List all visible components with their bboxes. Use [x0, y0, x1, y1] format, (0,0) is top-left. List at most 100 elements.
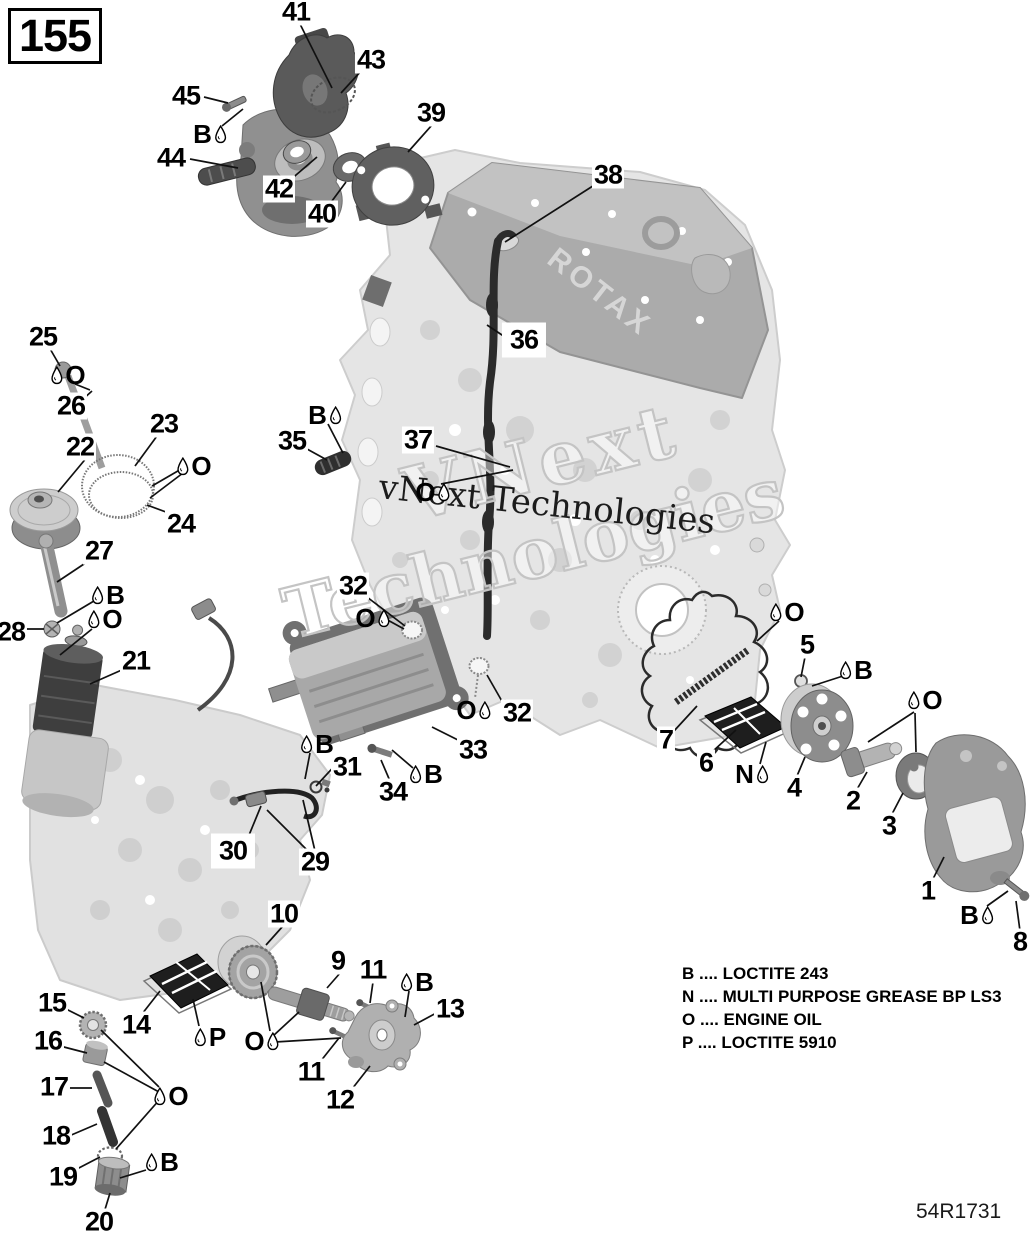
callout-22: 22: [63, 431, 97, 462]
chem-letter: O: [102, 604, 123, 634]
chem-callout-n6: N: [735, 761, 769, 787]
callout-29: 29: [298, 846, 332, 877]
chem-letter: O: [415, 477, 436, 507]
part-oring-19: [96, 1146, 124, 1166]
callout-12: 12: [323, 1084, 357, 1115]
callout-16: 16: [31, 1025, 65, 1056]
chem-letter: B: [315, 729, 334, 759]
callout-38: 38: [591, 159, 625, 190]
callout-7: 7: [656, 724, 676, 755]
callout-39: 39: [414, 97, 448, 128]
drawing-number: 54R1731: [916, 1200, 1002, 1223]
chem-callout-b34: B: [409, 761, 443, 787]
callout-23: 23: [147, 408, 181, 439]
part-screw-34: [367, 743, 393, 758]
callout-19: 19: [46, 1161, 80, 1192]
callout-14: 14: [119, 1009, 153, 1040]
callout-10: 10: [267, 898, 301, 929]
part-shaft-27: [38, 533, 68, 618]
part-pin-44: [197, 157, 256, 186]
droplet-icon: [145, 1152, 158, 1172]
valve-cover: ROTAX: [362, 162, 769, 399]
callout-25: 25: [26, 321, 60, 352]
page-number-box: 155: [8, 8, 102, 64]
callout-17: 17: [37, 1071, 71, 1102]
part-screw-45: [222, 95, 247, 112]
chem-letter: O: [65, 360, 86, 390]
part-oring-32-right: [468, 657, 490, 699]
chem-letter: O: [244, 1026, 265, 1056]
chem-letter: B: [854, 655, 873, 685]
chem-callout-b35: B: [308, 402, 342, 428]
chem-callout-b27: B: [91, 582, 125, 608]
callout-33: 33: [456, 734, 490, 765]
chem-callout-o2: O: [907, 685, 943, 715]
droplet-icon: [409, 764, 422, 784]
chem-letter: B: [160, 1147, 179, 1177]
chem-callout-o15: O: [153, 1083, 189, 1109]
callout-28: 28: [0, 618, 28, 646]
chem-callout-b13: B: [400, 969, 434, 995]
droplet-icon: [194, 1027, 207, 1047]
callout-20: 20: [82, 1206, 116, 1237]
sensor-wire: [191, 598, 235, 712]
callout-41: 41: [279, 0, 313, 27]
callout-45: 45: [169, 80, 203, 111]
callout-13: 13: [433, 993, 467, 1024]
droplet-icon: [91, 585, 104, 605]
part-oring-23-24: [81, 454, 155, 519]
callout-32a: 32: [336, 570, 370, 601]
callout-26: 26: [54, 390, 88, 421]
chem-letter: O: [922, 685, 943, 715]
chem-callout-o37: O: [415, 479, 450, 505]
part-gear-10: [217, 935, 279, 1000]
leader-lines: [24, 23, 1021, 1217]
callout-8: 8: [1010, 926, 1030, 957]
chem-callout-o24: O: [176, 451, 212, 481]
callout-36: 36: [501, 322, 547, 358]
chem-callout-b20: B: [145, 1149, 179, 1175]
part-gasket-7: [640, 590, 769, 759]
part-pump-cover-1: [923, 734, 1026, 893]
legend-item-p: P .... LOCTITE 5910: [682, 1033, 837, 1052]
part-plug-20: [94, 1156, 131, 1196]
part-pump-shaft-2: [840, 742, 903, 778]
droplet-icon: [153, 1086, 166, 1106]
droplet-icon: [479, 700, 492, 720]
chem-letter: B: [308, 400, 327, 430]
part-strainer-14: [142, 953, 233, 1014]
chem-letter: O: [191, 451, 212, 481]
callout-32b: 32: [500, 697, 534, 728]
part-oil-filter: [21, 624, 109, 818]
callout-24: 24: [164, 508, 198, 539]
droplet-icon: [87, 609, 100, 629]
chem-letter: O: [355, 603, 376, 633]
droplet-icon: [214, 124, 227, 144]
callout-1: 1: [918, 875, 938, 906]
part-pin-18: [97, 1106, 118, 1147]
droplet-icon: [176, 456, 189, 476]
chem-callout-o28: O: [87, 604, 123, 634]
chem-callout-o26: O: [50, 360, 86, 390]
chem-letter: B: [415, 967, 434, 997]
droplet-icon: [438, 482, 451, 502]
callout-37: 37: [401, 424, 435, 455]
chem-callout-p14: P: [194, 1024, 226, 1050]
part-gear-15: [78, 1010, 108, 1040]
droplet-icon: [378, 608, 391, 628]
droplet-icon: [839, 660, 852, 680]
part-seal-housing-39: [351, 142, 443, 226]
chem-letter: O: [456, 695, 477, 725]
callout-18: 18: [39, 1120, 73, 1151]
chem-callout-b5: B: [839, 657, 873, 683]
callout-11a: 11: [357, 954, 389, 985]
part-pin-17: [92, 1070, 113, 1108]
chem-callout-o32a: O: [355, 605, 390, 631]
droplet-icon: [981, 905, 994, 925]
callout-21: 21: [119, 645, 153, 676]
part-dipstick-tube: [482, 230, 520, 640]
droplet-icon: [267, 1031, 280, 1051]
part-screw-8: [1003, 878, 1030, 901]
part-shaft-9: [267, 986, 355, 1022]
